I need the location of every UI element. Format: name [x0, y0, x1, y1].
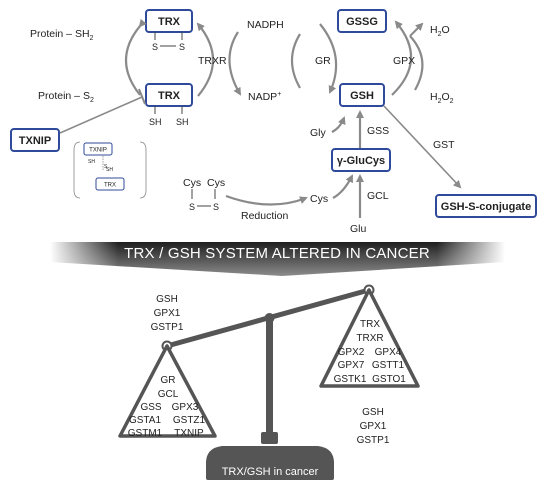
gly-arrow	[331, 116, 346, 133]
reduction-arrow	[225, 194, 308, 206]
left-above-list: GSH GPX1 GSTP1	[151, 294, 184, 333]
inset-txnip-box	[83, 142, 113, 156]
gssg-box	[337, 9, 387, 33]
balance-scale: TRX/GSH in cancer	[118, 284, 420, 480]
protein-s2-label: Protein – S2	[38, 90, 94, 104]
gsh-box	[339, 83, 385, 107]
left-above-gpx1: GPX1	[154, 308, 181, 319]
trxr-label: TRXR	[198, 55, 227, 67]
scale-base-dome	[206, 446, 334, 463]
banner: TRX / GSH SYSTEM ALTERED IN CANCER	[50, 242, 505, 277]
gsh-conjugate-box	[435, 194, 537, 218]
nadph-label: NADPH	[247, 19, 284, 31]
scale-base	[206, 460, 334, 480]
trx-reduced-label: TRX	[158, 90, 181, 102]
txnip-inhibition-bar	[138, 88, 146, 105]
h2o2-label: H2O2	[430, 91, 454, 105]
right-gene-trxr: TRXR	[356, 333, 383, 344]
h2o-label: H2O	[430, 24, 450, 38]
trxr-arc	[196, 22, 215, 97]
cys-product-label: Cys	[310, 193, 328, 205]
left-gene-gstz1: GSTZ1	[173, 415, 206, 426]
banner-fade	[50, 242, 505, 277]
gly-label: Gly	[310, 127, 327, 139]
left-pan-genes: GR GCL GSS GPX3 GSTA1 GSTZ1 GSTM1 TXNIP	[128, 375, 206, 439]
peroxide-arc	[409, 35, 424, 91]
left-gene-gsta1: GSTA1	[129, 415, 161, 426]
scale-base-label: TRX/GSH in cancer	[222, 466, 319, 478]
nadph-to-nadp-arc	[228, 31, 242, 96]
right-gene-gsto1: GSTO1	[372, 374, 406, 385]
left-gene-txnip: TXNIP	[174, 428, 204, 439]
inset-s: S	[104, 164, 108, 170]
inset-txnip-label: TXNIP	[89, 148, 107, 154]
txnip-box	[10, 128, 60, 152]
gsh-label: GSH	[350, 90, 374, 102]
inset-bracket-right	[139, 141, 147, 199]
inset-trx-box	[95, 177, 125, 191]
right-pan	[319, 288, 420, 388]
left-gene-gstm1: GSTM1	[128, 428, 163, 439]
gcl-label: GCL	[367, 190, 389, 202]
left-gene-gr: GR	[161, 375, 176, 386]
left-pan	[118, 344, 217, 438]
right-below-gstp1: GSTP1	[357, 435, 390, 446]
right-below-list: GSH GPX1 GSTP1	[357, 407, 390, 446]
gsh-conjugate-label: GSH-S-conjugate	[441, 201, 531, 213]
cys-right-label: Cys	[207, 177, 225, 189]
left-above-gstp1: GSTP1	[151, 322, 184, 333]
gst-arrow	[383, 105, 462, 189]
nadp-label: NADP+	[248, 91, 281, 103]
cys-to-gluCys-arrow	[332, 174, 353, 199]
trx-top-s2: S	[179, 42, 185, 52]
scale-base-neck	[261, 432, 278, 444]
water-arrow	[409, 22, 424, 37]
txnip-inhibition-line	[59, 96, 143, 134]
gluCys-label: γ-GluCys	[337, 155, 385, 167]
gssg-label: GSSG	[346, 16, 378, 28]
trx-reduced-box	[145, 83, 193, 107]
right-gene-gpx2: GPX2	[338, 347, 365, 358]
reduction-label: Reduction	[241, 210, 288, 222]
gr-arc-left	[290, 33, 301, 89]
left-gene-gcl: GCL	[158, 389, 179, 400]
gr-arc-right	[319, 23, 338, 94]
gpx-label: GPX	[393, 55, 415, 67]
right-pan-genes: TRX TRXR GPX2 GPX4 GPX7 GSTT1 GSTK1 GSTO…	[334, 319, 407, 385]
center-pivot	[264, 313, 275, 323]
right-gene-gpx4: GPX4	[375, 347, 402, 358]
protein-sh2-label: Protein – SH2	[30, 28, 94, 42]
cys-s1: S	[189, 202, 195, 212]
cys-left-label: Cys	[183, 177, 201, 189]
inset-bracket-left	[73, 141, 81, 199]
left-gene-gpx3: GPX3	[172, 402, 199, 413]
banner-title: TRX / GSH SYSTEM ALTERED IN CANCER	[124, 245, 430, 262]
left-gene-gss: GSS	[140, 402, 161, 413]
cys-s2: S	[213, 202, 219, 212]
gpx-arc	[391, 20, 413, 96]
protein-trx-arc	[124, 18, 147, 96]
inset-sh2: SH	[106, 167, 113, 173]
gluCys-box	[331, 148, 391, 172]
right-gene-gpx7: GPX7	[338, 360, 365, 371]
right-gene-gstk1: GSTK1	[334, 374, 367, 385]
trx-bottom-sh1: SH	[149, 117, 162, 127]
right-gene-gstt1: GSTT1	[372, 360, 405, 371]
gss-label: GSS	[367, 125, 389, 137]
trx-top-s1: S	[152, 42, 158, 52]
right-gene-trx: TRX	[360, 319, 380, 330]
trx-oxidized-label: TRX	[158, 16, 181, 28]
glu-label: Glu	[350, 223, 367, 235]
inset-trx-label: TRX	[104, 183, 116, 189]
inset-sh1: SH	[88, 159, 95, 165]
scale-pole	[266, 318, 273, 442]
right-below-gsh: GSH	[362, 407, 384, 418]
gst-label: GST	[433, 139, 455, 151]
trx-bottom-sh2: SH	[176, 117, 189, 127]
left-above-gsh: GSH	[156, 294, 178, 305]
right-below-gpx1: GPX1	[360, 421, 387, 432]
txnip-label: TXNIP	[19, 135, 51, 147]
gr-label: GR	[315, 55, 331, 67]
